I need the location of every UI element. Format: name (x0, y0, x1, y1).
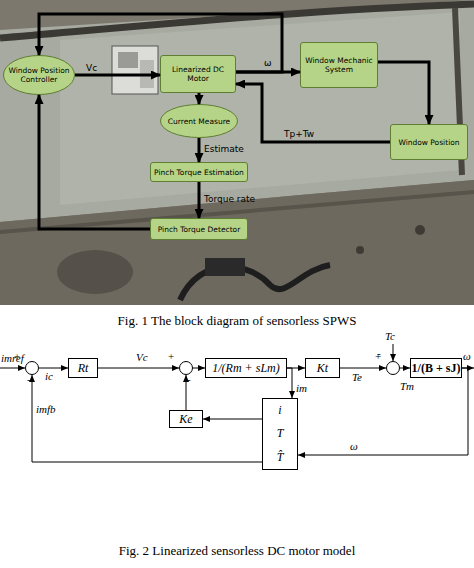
node-text: Linearized DC Motor (164, 65, 232, 83)
connector (98, 368, 179, 369)
connector (287, 368, 292, 398)
sign-symbol: - (27, 374, 31, 385)
node-text: Window Position (398, 138, 459, 147)
connector (39, 95, 150, 229)
edge-label: Vc (136, 351, 148, 363)
door-frame (0, 4, 474, 38)
measure-ellipse: Current Measure (160, 104, 238, 138)
sign-symbol: - (377, 348, 381, 359)
connector (340, 368, 386, 369)
gain-box: Ke (169, 410, 203, 428)
connector (198, 138, 201, 162)
figure-caption: Fig. 1 The block diagram of sensorless S… (0, 313, 474, 329)
node-text: Window Mechanic System (304, 56, 374, 74)
junction-circle (387, 362, 400, 375)
connector (198, 182, 201, 218)
motor-detail (118, 52, 138, 68)
junction-circle (26, 362, 39, 375)
input-wire (0, 368, 25, 369)
node-text: Rt (78, 361, 89, 376)
connector (298, 368, 468, 455)
summing-junction: +- (25, 361, 39, 375)
process-box: Pinch Torque Detector (150, 218, 248, 240)
transfer-box: 1/(B + sJ) (410, 358, 462, 378)
controller-ellipse: Window Position Controller (3, 55, 75, 95)
summing-junction: +- (179, 361, 193, 375)
edge-label: Tp+Tw (284, 129, 314, 139)
signal-name: imref (1, 352, 24, 364)
edge-label: ω (350, 440, 358, 452)
edge-label: ic (45, 370, 53, 382)
edge-label: Te (352, 371, 362, 383)
node-text: Kt (317, 361, 328, 376)
cable (180, 265, 330, 300)
figure-caption: Fig. 2 Linearized sensorless DC motor mo… (0, 543, 474, 559)
gain-box: Rt (68, 358, 98, 378)
connector (186, 375, 187, 410)
sign-symbol: + (168, 351, 174, 362)
node-text: 1/(Rm + sLm) (212, 361, 279, 376)
node-text: Window Position Controller (6, 66, 72, 84)
edge-label: Torque rate (204, 194, 255, 204)
shape-outline (25, 361, 39, 375)
screw (356, 246, 364, 254)
connector (198, 93, 201, 104)
door-panel (0, 180, 474, 305)
edge-label: Vc (86, 63, 97, 73)
edge-label: ω (264, 58, 272, 68)
connector (378, 62, 429, 124)
signal-name: Tc (385, 330, 395, 342)
connector-block (205, 258, 245, 276)
motor-photo (112, 46, 158, 94)
screw (415, 225, 425, 235)
connector (39, 368, 68, 369)
process-box: Window Mechanic System (300, 42, 378, 88)
junction-circle (180, 362, 193, 375)
transfer-box: 1/(Rm + sLm) (205, 358, 287, 378)
edge-label: Tm (400, 380, 414, 392)
node-text: T̂ (277, 450, 284, 465)
node-text: Pinch Torque Detector (158, 225, 241, 234)
gain-box: Kt (305, 358, 340, 378)
node-text: Ke (179, 412, 192, 427)
summing-junction: +- (386, 361, 400, 375)
estimator-box: iT T̂ (262, 398, 298, 470)
node-text: Current Measure (168, 117, 230, 126)
shape-outline (386, 361, 400, 375)
connector (203, 419, 262, 420)
ellipse-outline (4, 56, 75, 95)
node-text: 1/(B + sJ) (412, 361, 461, 376)
process-box: Linearized DC Motor (160, 55, 236, 93)
process-box: Pinch Torque Estimation (150, 162, 248, 182)
edge-label: imfb (36, 403, 56, 415)
connector (400, 368, 410, 369)
process-box: Window Position (390, 124, 468, 160)
connector (32, 375, 262, 462)
connector (75, 74, 160, 77)
node-text: Pinch Torque Estimation (154, 168, 244, 177)
connector (236, 84, 390, 142)
edge-label: im (296, 382, 307, 394)
edge-label: Estimate (204, 144, 244, 154)
ellipse-outline (161, 105, 238, 138)
shape-outline (179, 361, 193, 375)
load-wire (393, 344, 394, 361)
node-text: i (278, 403, 281, 418)
photo-background (0, 0, 474, 305)
speaker-hole (57, 250, 133, 294)
node-text: T (277, 426, 284, 441)
signal-name: ω (463, 350, 471, 362)
connector (193, 368, 205, 369)
glass-reflection (60, 12, 460, 205)
sign-symbol: - (187, 374, 191, 385)
